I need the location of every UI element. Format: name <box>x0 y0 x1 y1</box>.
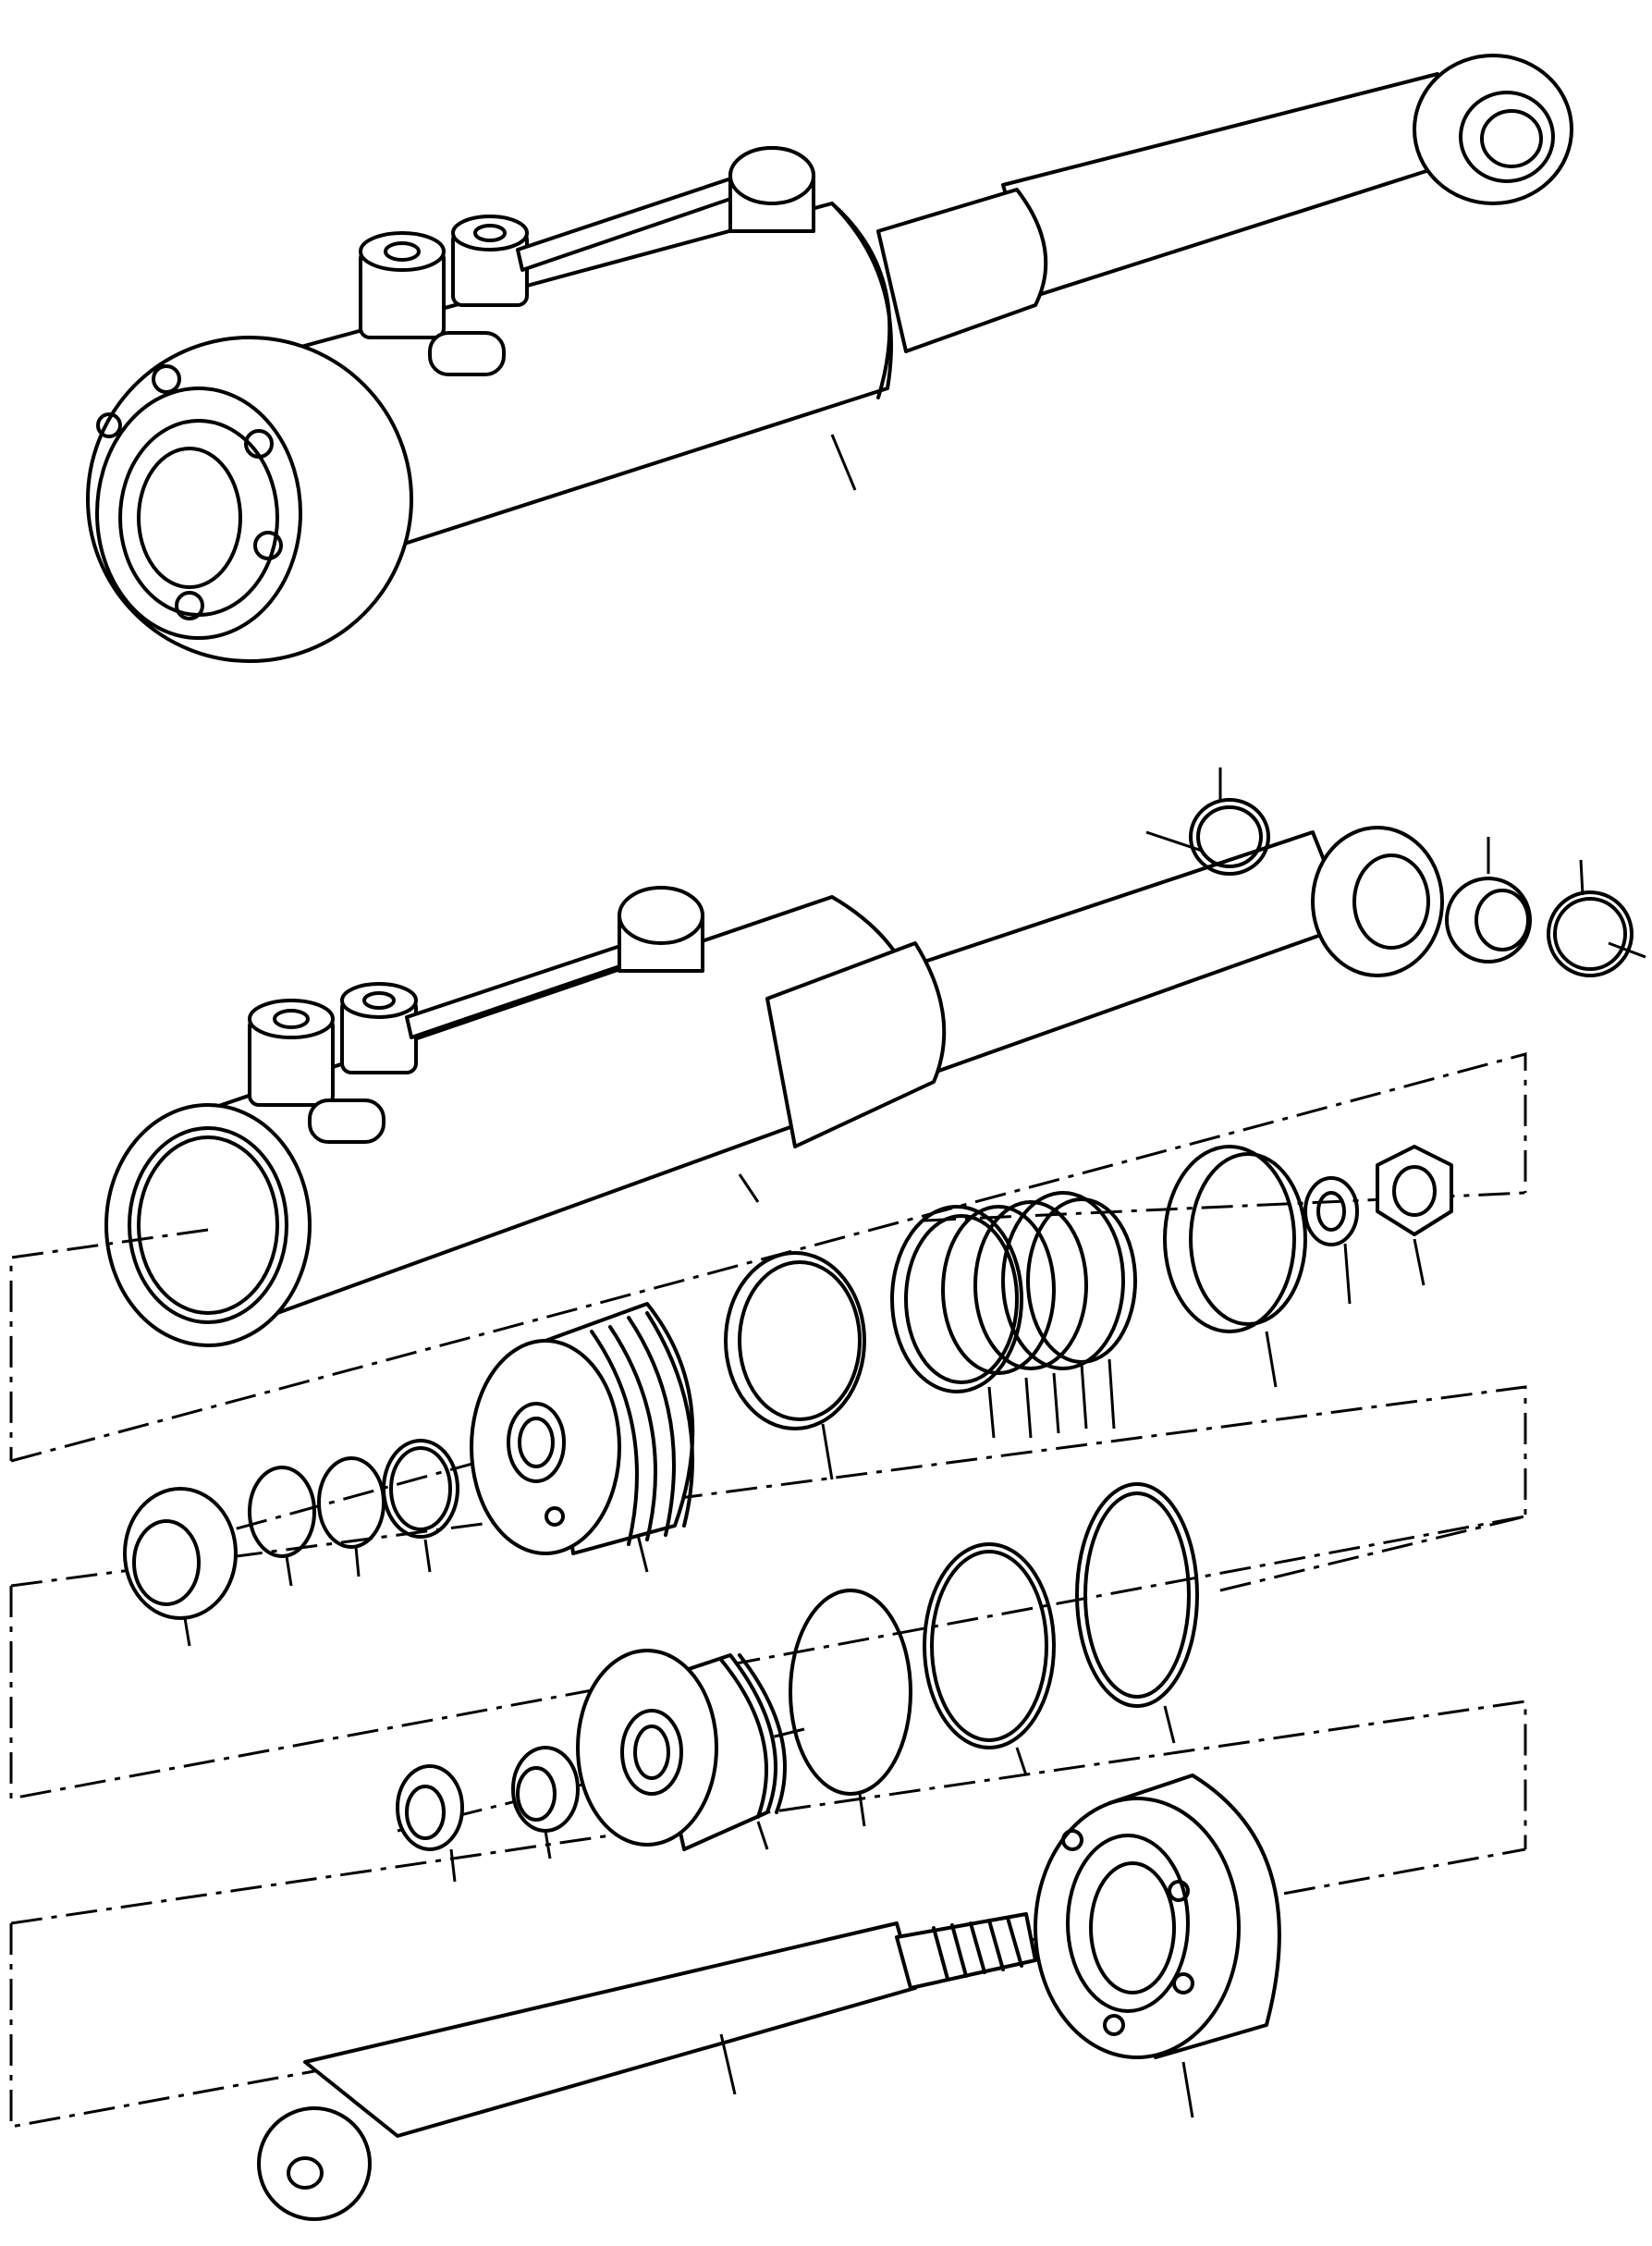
cylinder-barrel <box>104 830 1352 1347</box>
rod-eye-end <box>1145 767 1646 977</box>
assembled-cylinder <box>86 54 1573 663</box>
end-cap <box>1034 1773 1281 2118</box>
piston-rod <box>257 1912 1037 2221</box>
head-seals <box>789 1482 1199 1827</box>
piston <box>470 1302 695 1573</box>
piston-small-seals <box>123 1439 459 1647</box>
nut <box>1303 1145 1453 1305</box>
cylinder-head <box>396 1649 787 1883</box>
piston-seals <box>724 1145 1307 1480</box>
